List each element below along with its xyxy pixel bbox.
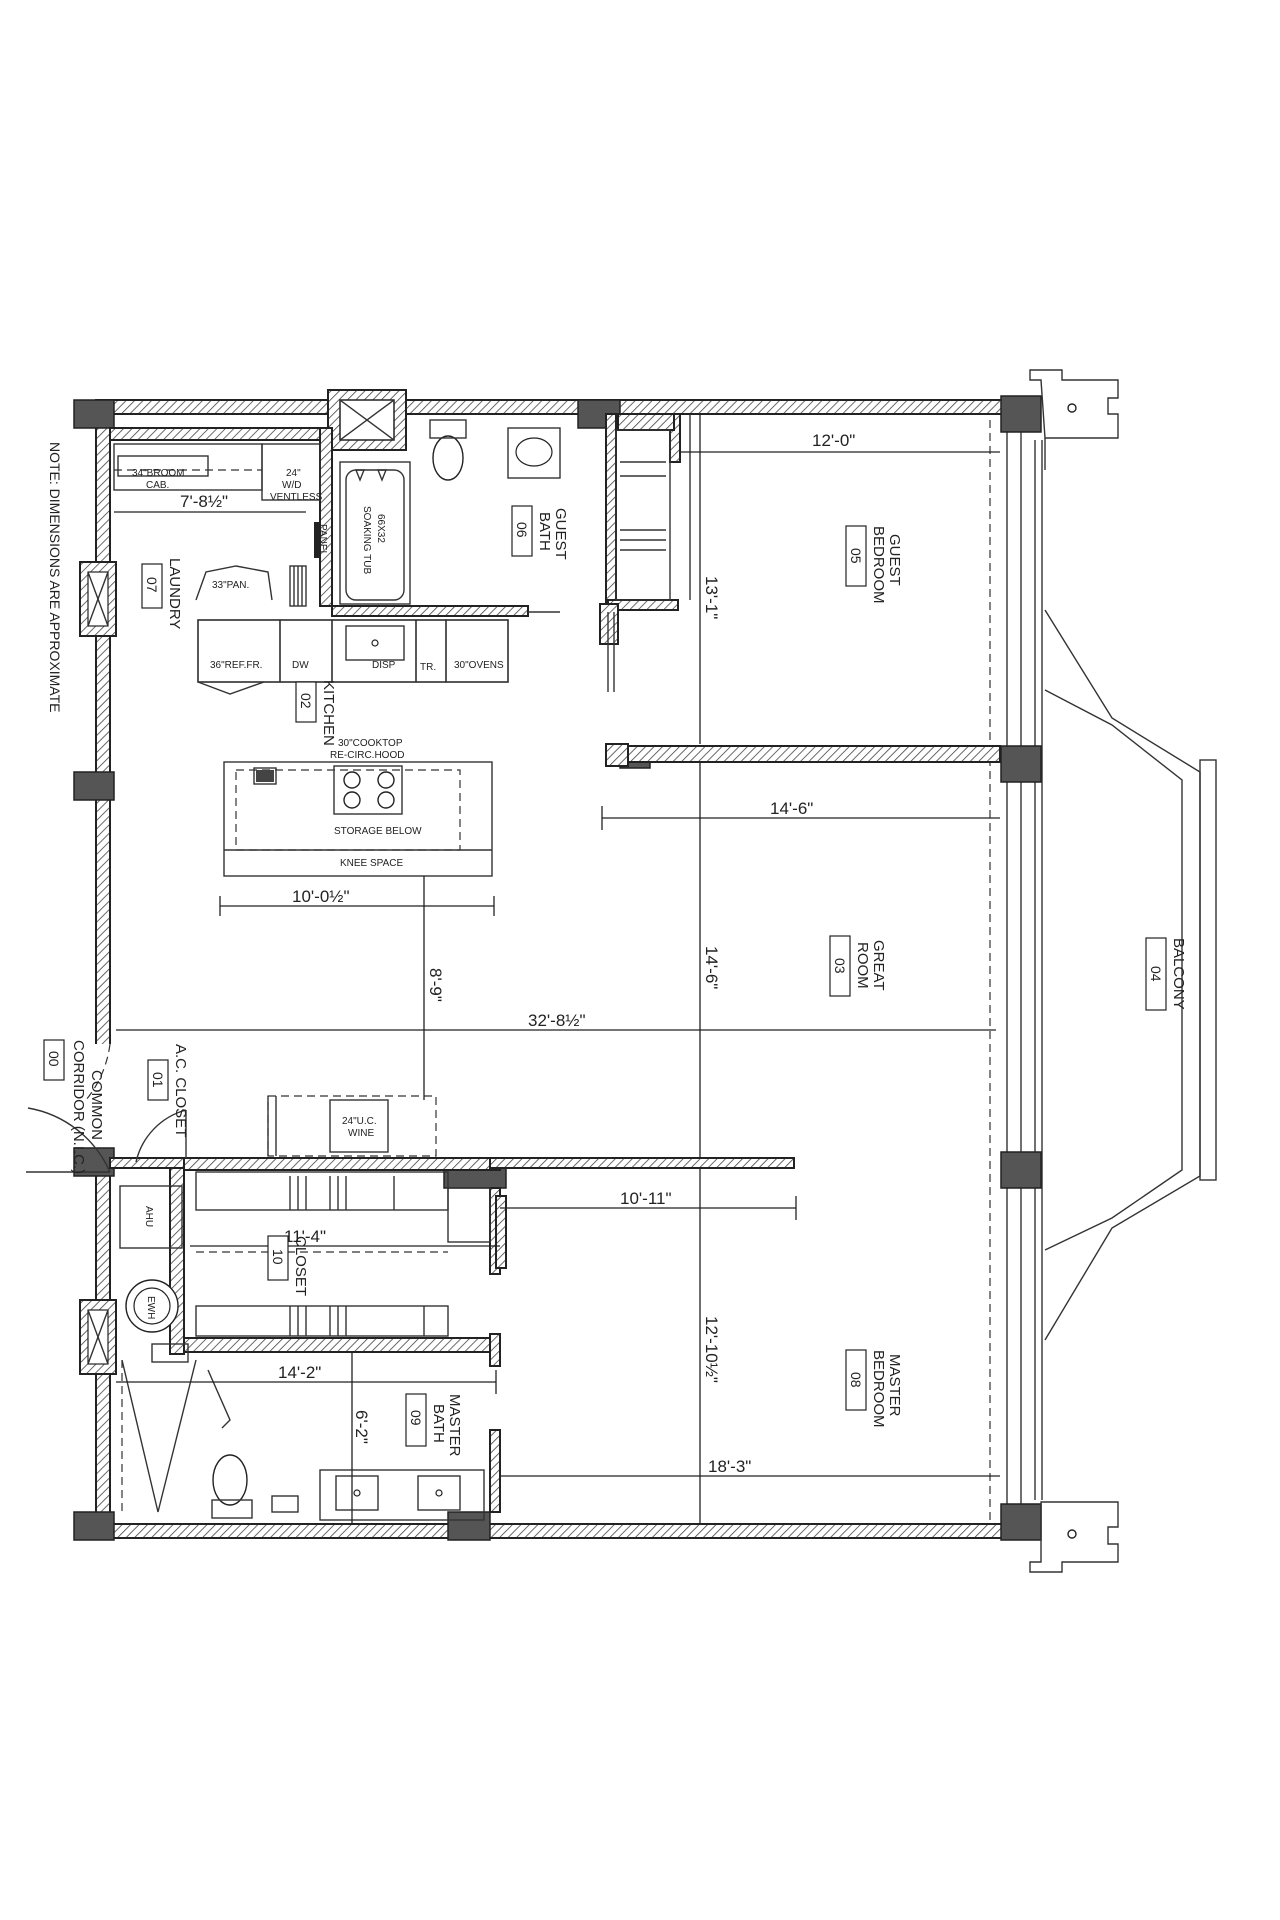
wine-label-2: WINE xyxy=(348,1128,374,1139)
cooktop-label-1: 30"COOKTOP xyxy=(338,738,403,749)
corridor-name-1: COMMON xyxy=(88,1070,105,1140)
guest-bedroom-number: 05 xyxy=(848,548,864,564)
tr-label: TR. xyxy=(420,662,436,673)
kitchen-name: KITCHEN xyxy=(320,680,337,746)
great-room-name-1: GREAT xyxy=(870,940,887,991)
dim-master-bedroom-depth: 12'-10½" xyxy=(702,1316,721,1383)
master-bedroom-number: 08 xyxy=(848,1372,864,1388)
cooktop-label-2: RE-CIRC.HOOD xyxy=(330,750,404,761)
laundry-name: LAUNDRY xyxy=(166,558,183,629)
storage-label: STORAGE BELOW xyxy=(334,826,422,837)
room-master-bath: MASTER BATH 09 xyxy=(405,1393,463,1457)
guest-closet xyxy=(599,461,666,692)
mechanical: AHU EWH xyxy=(26,1043,187,1333)
dim-great-room-width: 14'-6" xyxy=(770,799,813,818)
dim-great-room-depth: 14'-6" xyxy=(702,946,721,989)
room-master-bedroom: MASTER BEDROOM 08 xyxy=(845,1349,903,1428)
tub-label-1: 66X32 xyxy=(375,514,386,543)
room-guest-bath: GUEST BATH 06 xyxy=(511,505,569,560)
ewh-label: EWH xyxy=(145,1296,156,1319)
dim-laundry: 7'-8½" xyxy=(180,492,228,511)
master-bath-name-2: BATH xyxy=(430,1404,447,1443)
dim-master-bath-width: 14'-2" xyxy=(278,1363,321,1382)
kitchen-number: 02 xyxy=(298,693,314,709)
dim-closet-width: 11'-4" xyxy=(284,1227,326,1246)
wd-label-1: 24" xyxy=(286,468,301,479)
ref-label: 36"REF.FR. xyxy=(210,660,262,671)
kitchen-fixtures: 34"BROOM CAB. 24" W/D VENTLESS 7'-8½" PA… xyxy=(113,443,509,916)
great-room-name-2: ROOM xyxy=(854,942,871,989)
dim-master-upper: 10'-11" xyxy=(620,1189,672,1208)
guest-bath-fixtures: 66X32 SOAKING TUB xyxy=(339,419,561,605)
dw-label: DW xyxy=(292,660,309,671)
corridor-number: 00 xyxy=(46,1051,62,1067)
room-great-room: GREAT ROOM 03 xyxy=(829,935,887,997)
corridor-name-2: CORRIDOR (N.I.C.) xyxy=(70,1040,87,1174)
ahu-label: AHU xyxy=(143,1206,154,1227)
guest-bedroom-name-1: GUEST xyxy=(886,534,903,586)
guest-bath-name-2: BATH xyxy=(536,512,553,551)
panel-label: PANEL xyxy=(317,524,328,556)
balcony-number: 04 xyxy=(1148,966,1164,982)
closet-name: CLOSET xyxy=(292,1236,309,1296)
room-laundry: LAUNDRY 07 xyxy=(141,558,183,629)
guest-bedroom-name-2: BEDROOM xyxy=(870,526,887,604)
dim-kitchen-to-wine: 8'-9" xyxy=(426,968,445,1002)
broom-cab-label-2: CAB. xyxy=(146,480,169,491)
master-bath-number: 09 xyxy=(408,1410,424,1426)
balcony xyxy=(1029,369,1217,1573)
dim-island: 10'-0½" xyxy=(292,887,349,906)
master-closet xyxy=(195,1171,507,1337)
great-room-number: 03 xyxy=(832,958,848,974)
dimension-lines: 12'-0" 13'-1" 14'-6" 14'-6" 8'-9" 32'-8½… xyxy=(116,414,1000,1524)
wd-label-2: W/D xyxy=(282,480,301,491)
room-guest-bedroom: GUEST BEDROOM 05 xyxy=(845,525,903,604)
wine-cabinet: 24"U.C. WINE xyxy=(267,1095,437,1157)
room-corridor: COMMON CORRIDOR (N.I.C.) 00 xyxy=(43,1039,105,1174)
balcony-name: BALCONY xyxy=(1170,938,1187,1010)
dim-master-bedroom-width: 18'-3" xyxy=(708,1457,751,1476)
wd-label-3: VENTLESS xyxy=(270,492,323,503)
dim-guest-bedroom-width: 12'-0" xyxy=(812,431,855,450)
ac-closet-name: A.C. CLOSET xyxy=(172,1044,189,1137)
closet-number: 10 xyxy=(270,1249,286,1265)
wine-label-1: 24"U.C. xyxy=(342,1116,377,1127)
broom-cab-label-1: 34"BROOM xyxy=(132,468,184,479)
ac-closet-number: 01 xyxy=(150,1072,166,1088)
ovens-label: 30"OVENS xyxy=(454,660,504,671)
disp-label: DISP xyxy=(372,660,396,671)
pantry-label: 33"PAN. xyxy=(212,580,249,591)
room-closet: CLOSET 10 xyxy=(267,1235,309,1296)
master-bedroom-name-2: BEDROOM xyxy=(870,1350,887,1428)
room-ac-closet: A.C. CLOSET 01 xyxy=(147,1044,189,1137)
master-bath-fixtures xyxy=(121,1343,485,1521)
tub-label-2: SOAKING TUB xyxy=(361,506,372,574)
dimensions-note: NOTE: DIMENSIONS ARE APPROXIMATE xyxy=(47,442,63,712)
dim-overall: 32'-8½" xyxy=(528,1011,585,1030)
room-kitchen: KITCHEN 02 xyxy=(295,680,337,746)
master-bath-name-1: MASTER xyxy=(446,1394,463,1457)
room-labels: COMMON CORRIDOR (N.I.C.) 00 A.C. CLOSET … xyxy=(43,505,1187,1457)
dim-master-bath-depth: 6'-2" xyxy=(352,1410,371,1444)
laundry-number: 07 xyxy=(144,577,160,593)
master-bedroom-name-1: MASTER xyxy=(886,1354,903,1417)
guest-bath-number: 06 xyxy=(514,522,530,538)
guest-bath-name-1: GUEST xyxy=(552,508,569,560)
knee-space-label: KNEE SPACE xyxy=(340,858,403,869)
shafts xyxy=(79,389,407,1375)
dim-guest-bedroom-depth: 13'-1" xyxy=(702,576,721,619)
room-balcony: BALCONY 04 xyxy=(1145,937,1187,1011)
